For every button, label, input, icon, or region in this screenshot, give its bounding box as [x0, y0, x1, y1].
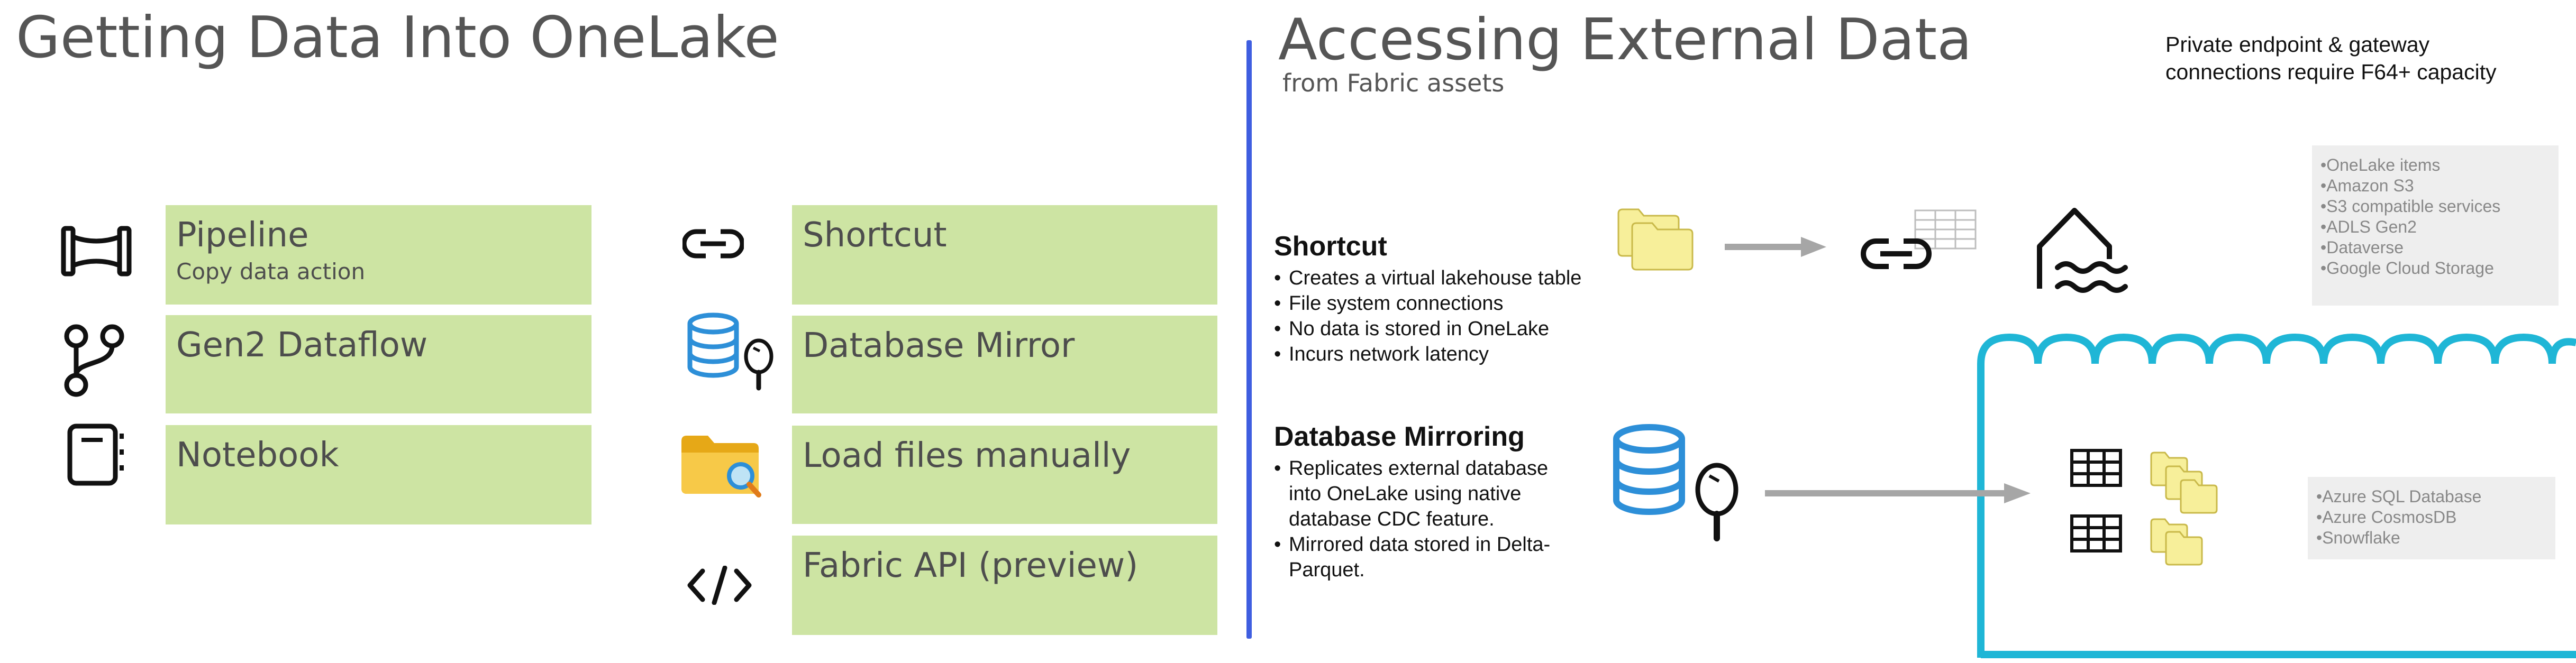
shortcut-table-icon: [1861, 209, 1977, 269]
database-mirror-icon: [687, 312, 773, 391]
shortcut-source-item: S3 compatible services: [2320, 196, 2550, 217]
shortcut-source-item: OneLake items: [2320, 155, 2550, 176]
mirror-source-item: Azure SQL Database: [2316, 486, 2547, 507]
card-fabric-api[interactable]: Fabric API (preview): [792, 536, 1217, 635]
card-database-mirror[interactable]: Database Mirror: [792, 316, 1217, 413]
card-dataflow[interactable]: Gen2 Dataflow: [166, 315, 591, 413]
card-shortcut-label: Shortcut: [803, 216, 947, 255]
shortcut-bullet: Incurs network latency: [1274, 342, 1613, 367]
capacity-note: Private endpoint & gateway connections r…: [2165, 32, 2497, 84]
card-shortcut[interactable]: Shortcut: [792, 205, 1217, 305]
card-fabric-api-label: Fabric API (preview): [803, 546, 1139, 585]
shortcut-bullets: Creates a virtual lakehouse table File s…: [1274, 265, 1613, 367]
shortcut-source-item: Amazon S3: [2320, 176, 2550, 196]
dataflow-icon: [64, 324, 124, 397]
mirror-source-item: Snowflake: [2316, 528, 2547, 548]
card-notebook-label: Notebook: [176, 436, 339, 475]
mirror-source-item: Azure CosmosDB: [2316, 507, 2547, 528]
pipeline-icon: [61, 226, 132, 277]
onelake-lake: [1977, 333, 2576, 658]
mirrored-files-icon: [2150, 452, 2218, 566]
mirror-db-icon: [1613, 424, 1738, 541]
mirroring-heading: Database Mirroring: [1274, 421, 1525, 452]
left-title: Getting Data Into OneLake: [16, 5, 779, 71]
shortcut-source-item: ADLS Gen2: [2320, 217, 2550, 237]
mirroring-bullet: Replicates external database into OneLak…: [1274, 456, 1581, 532]
section-divider: [1246, 40, 1252, 639]
card-dataflow-label: Gen2 Dataflow: [176, 326, 428, 365]
card-load-files[interactable]: Load files manually: [792, 426, 1217, 524]
lakehouse-icon: [2037, 208, 2128, 293]
right-subtitle: from Fabric assets: [1282, 69, 1505, 97]
shortcut-sources-list: OneLake items Amazon S3 S3 compatible se…: [2320, 155, 2550, 279]
shortcut-heading: Shortcut: [1274, 231, 1387, 262]
card-database-mirror-label: Database Mirror: [803, 326, 1075, 365]
notebook-icon: [67, 423, 124, 486]
card-pipeline[interactable]: Pipeline Copy data action: [166, 205, 591, 305]
folders-icon: [1617, 208, 1694, 271]
card-pipeline-sub: Copy data action: [176, 259, 366, 285]
mirrored-tables-icon: [2070, 449, 2122, 552]
arrow-icon: [1725, 237, 1826, 257]
card-load-files-label: Load files manually: [803, 436, 1131, 475]
right-title: Accessing External Data: [1278, 7, 1972, 73]
shortcut-bullet: File system connections: [1274, 291, 1613, 316]
shortcut-bullet: Creates a virtual lakehouse table: [1274, 265, 1613, 291]
mirroring-bullets: Replicates external database into OneLak…: [1274, 456, 1581, 583]
shortcut-bullet: No data is stored in OneLake: [1274, 316, 1613, 342]
mirror-sources-box: Azure SQL Database Azure CosmosDB Snowfl…: [2308, 477, 2555, 559]
code-icon: [687, 566, 752, 605]
link-icon: [682, 229, 744, 259]
shortcut-section: Shortcut Creates a virtual lakehouse tab…: [1274, 233, 1613, 367]
folder-search-icon: [681, 436, 761, 498]
mirroring-section: Database Mirroring Replicates external d…: [1274, 423, 1581, 583]
shortcut-sources-box: OneLake items Amazon S3 S3 compatible se…: [2312, 145, 2559, 306]
shortcut-source-item: Google Cloud Storage: [2320, 258, 2550, 279]
mirror-sources-list: Azure SQL Database Azure CosmosDB Snowfl…: [2316, 486, 2547, 548]
card-pipeline-label: Pipeline: [176, 216, 309, 255]
shortcut-source-item: Dataverse: [2320, 237, 2550, 258]
mirroring-bullet: Mirrored data stored in Delta-Parquet.: [1274, 532, 1581, 583]
card-notebook[interactable]: Notebook: [166, 425, 591, 524]
mirror-arrow-icon: [1765, 483, 2031, 503]
